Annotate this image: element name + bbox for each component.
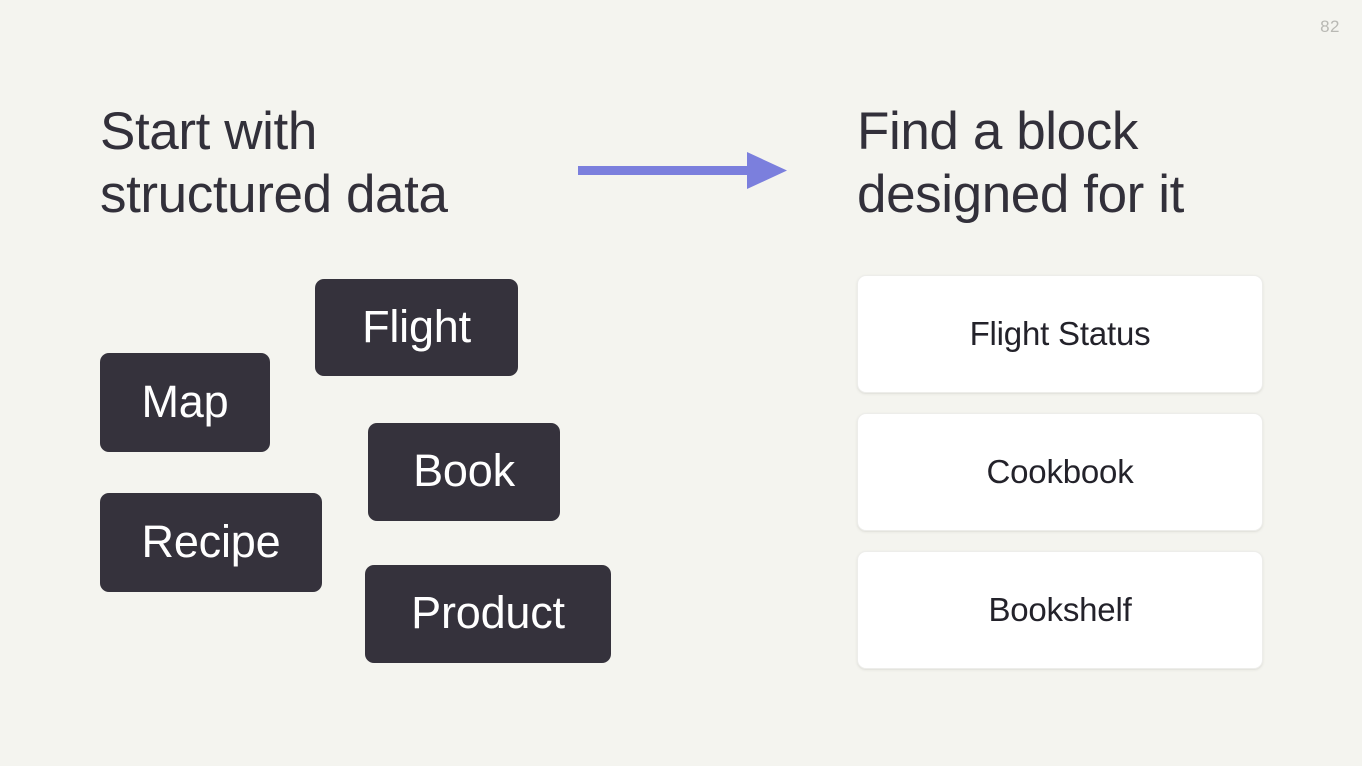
- block-card-label: Bookshelf: [988, 590, 1132, 628]
- data-chip-book: Book: [368, 423, 560, 521]
- left-heading: Start with structured data: [100, 102, 448, 224]
- page-number: 82: [1320, 17, 1340, 36]
- data-chip-label: Recipe: [141, 515, 281, 567]
- block-card-flight-status[interactable]: Flight Status: [857, 275, 1263, 393]
- block-card-cookbook[interactable]: Cookbook: [857, 413, 1263, 531]
- data-chip-recipe: Recipe: [100, 493, 322, 592]
- data-chip-label: Book: [413, 445, 515, 496]
- data-chip-label: Map: [141, 375, 229, 427]
- data-chip-product: Product: [365, 565, 611, 663]
- block-card-label: Cookbook: [986, 452, 1134, 490]
- arrow-right-icon: [575, 148, 790, 193]
- data-chip-label: Flight: [362, 300, 471, 352]
- block-card-bookshelf[interactable]: Bookshelf: [857, 551, 1263, 669]
- block-card-label: Flight Status: [969, 314, 1151, 352]
- data-chip-map: Map: [100, 353, 270, 452]
- right-heading: Find a block designed for it: [857, 102, 1184, 224]
- data-chip-label: Product: [411, 587, 565, 638]
- data-chip-flight: Flight: [315, 279, 518, 376]
